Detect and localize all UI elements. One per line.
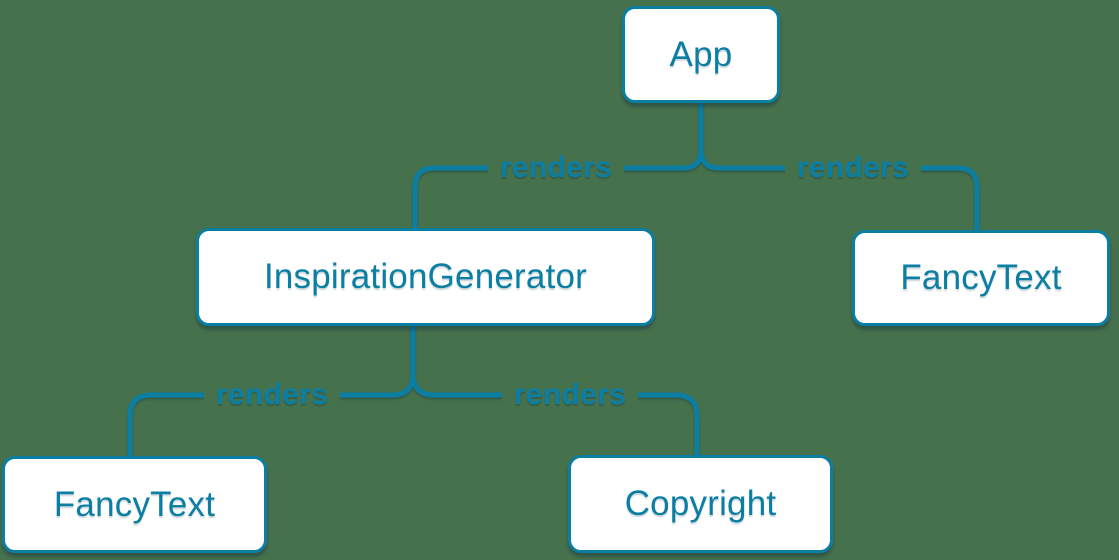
node-copyright: Copyright <box>568 455 833 553</box>
node-fancy-text: FancyText <box>2 456 267 553</box>
edge-label-renders: renders <box>501 376 639 414</box>
node-inspiration-generator: InspirationGenerator <box>196 228 655 326</box>
edge-label-renders: renders <box>203 376 341 414</box>
node-app-label: App <box>669 34 733 74</box>
node-fancy-text-label: FancyText <box>900 258 1062 297</box>
node-app: App <box>622 6 780 103</box>
node-copyright-label: Copyright <box>624 484 777 523</box>
node-fancy-text: FancyText <box>852 230 1110 326</box>
node-fancy-text-label: FancyText <box>53 484 216 524</box>
node-inspiration-generator-label: InspirationGenerator <box>263 257 588 296</box>
edge-label-renders: renders <box>487 149 625 187</box>
edge-label-renders: renders <box>784 149 922 187</box>
